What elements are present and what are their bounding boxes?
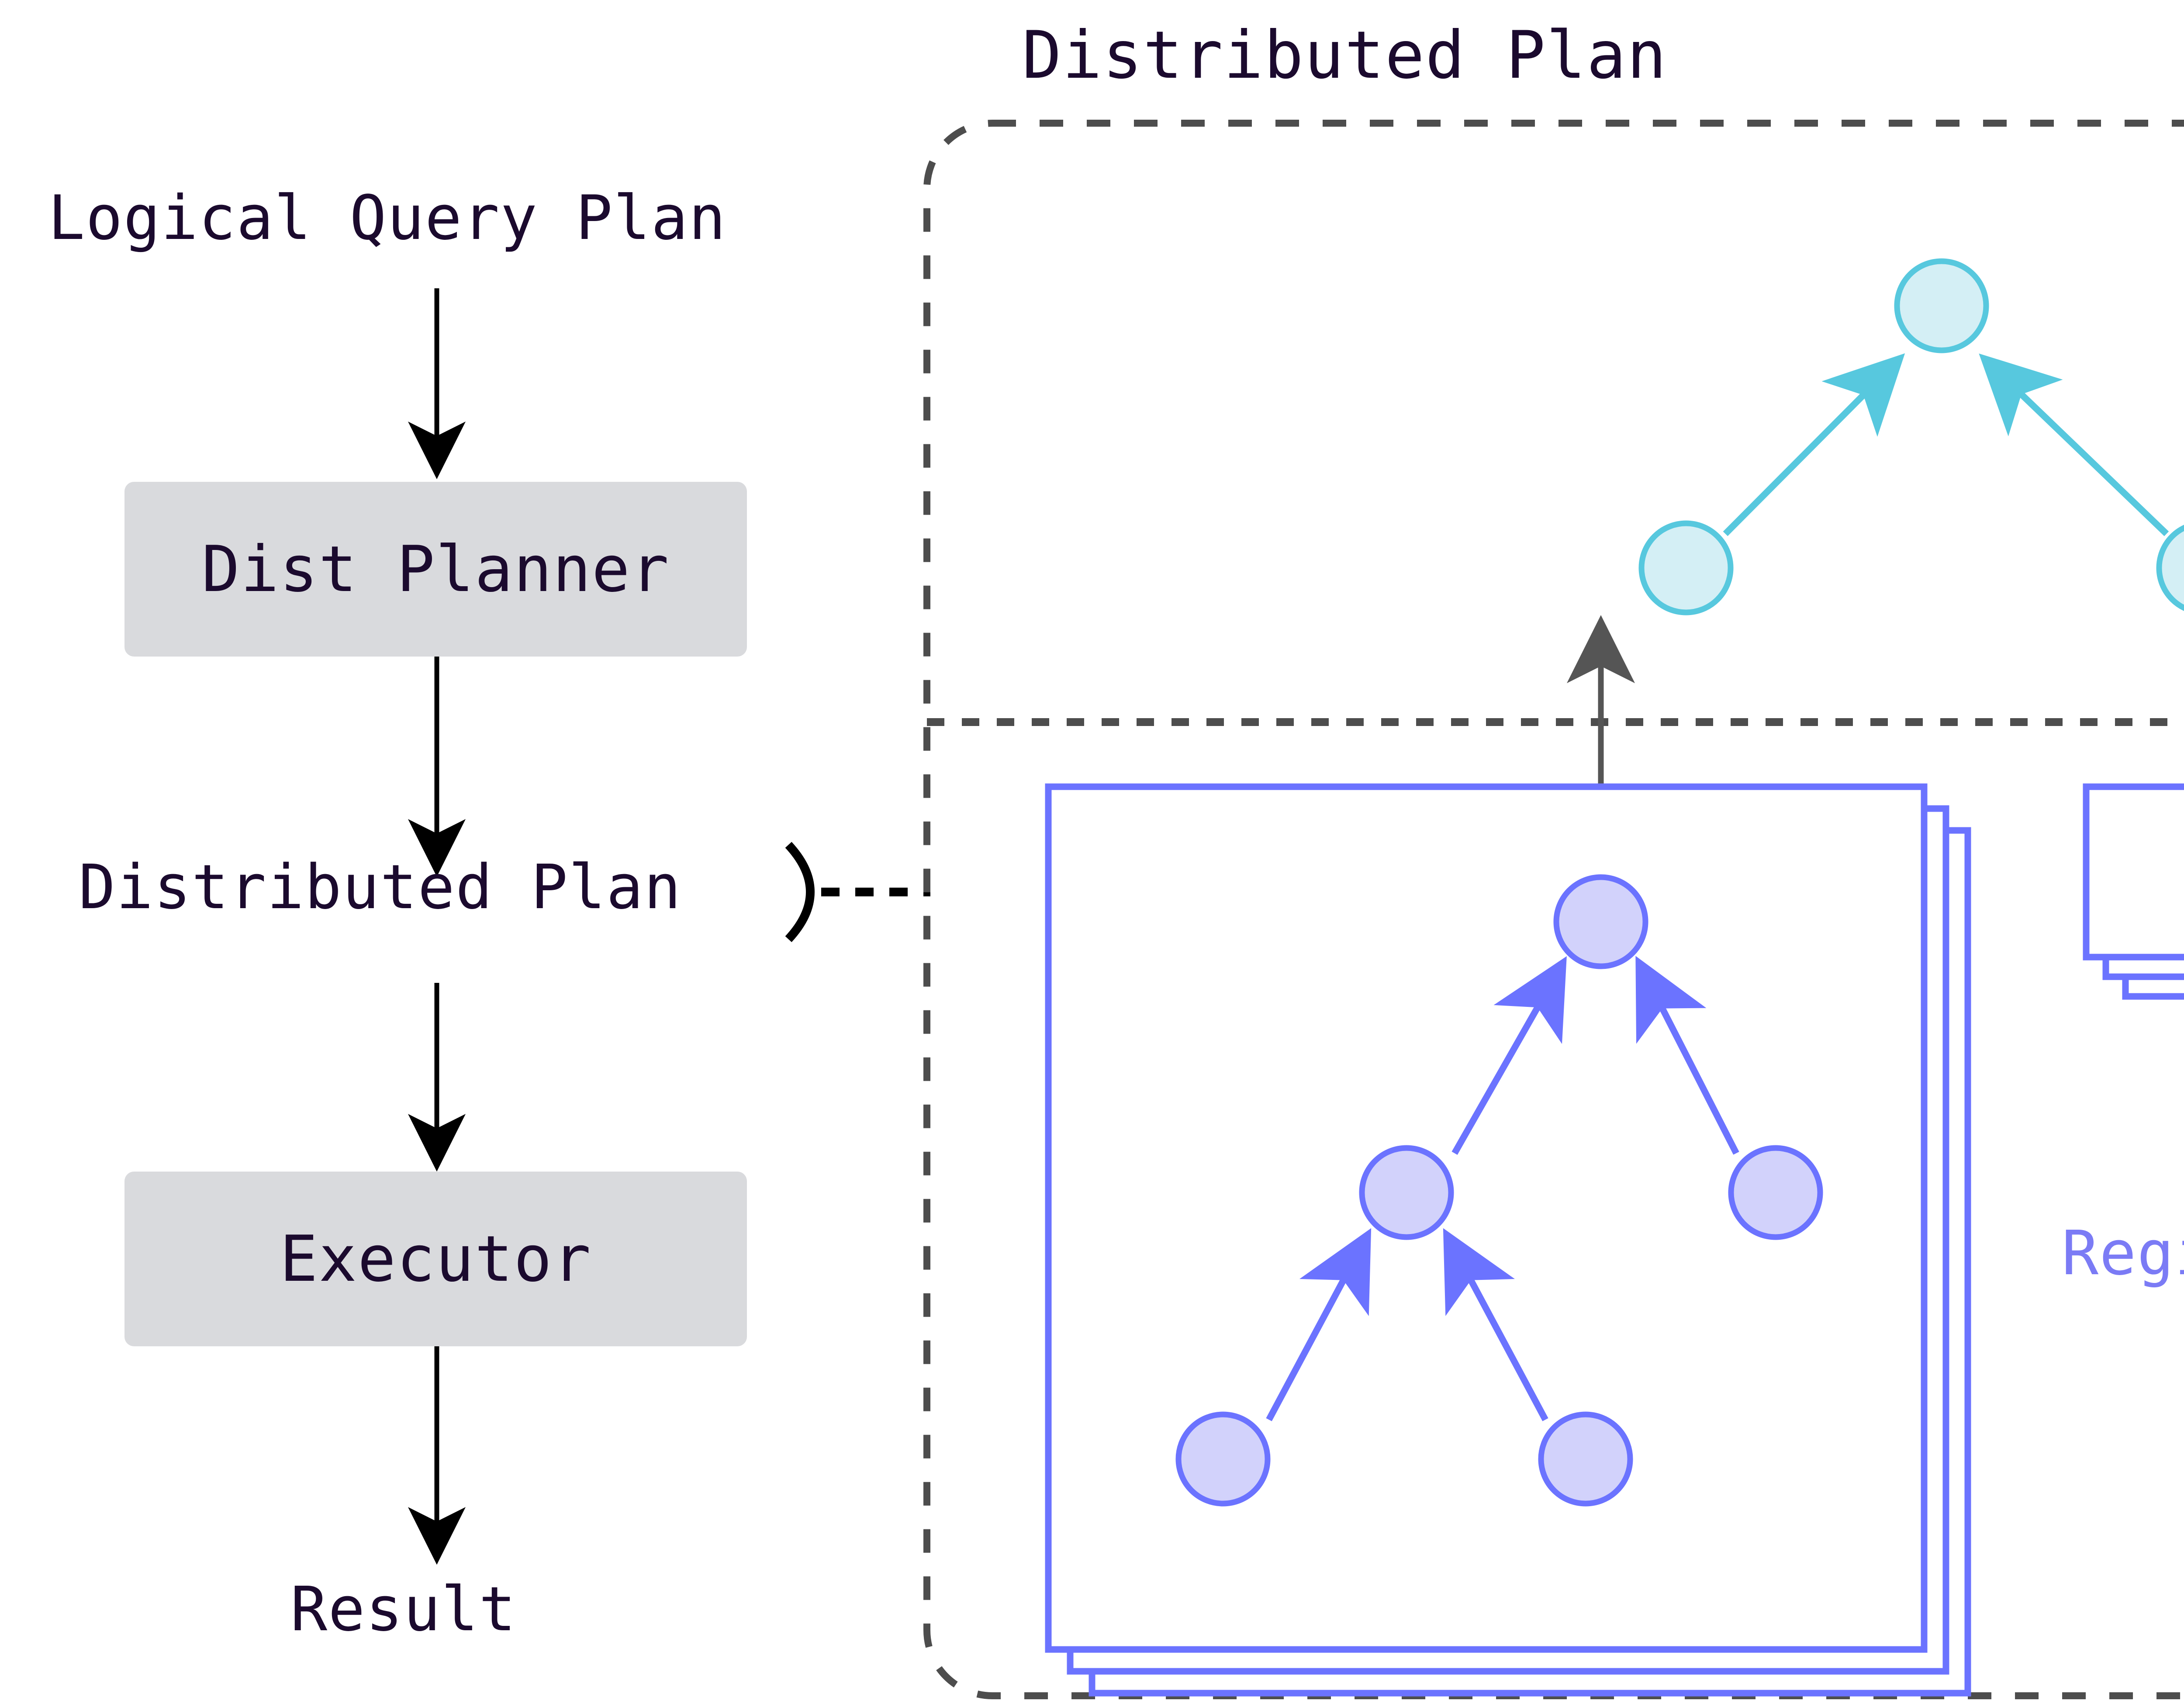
step-logical-query-plan-label: Logical Query Plan [48, 183, 727, 254]
frontend-edge-left [1723, 353, 1905, 536]
left-region-edge-b2-mid [1443, 1228, 1548, 1421]
left-region-edge-b1-mid [1266, 1228, 1372, 1421]
left-region-node-leaf-2[interactable] [1538, 1411, 1633, 1507]
left-region-node-leaf-1[interactable] [1175, 1411, 1271, 1507]
regions-label: Regions [2062, 1218, 2184, 1289]
left-region-node-mid[interactable] [1359, 1145, 1454, 1240]
step-distributed-plan-label: Distributed Plan [79, 852, 682, 923]
left-region-node-root[interactable] [1553, 874, 1648, 969]
dist-planner-box[interactable] [124, 482, 747, 657]
brace-icon [785, 842, 815, 942]
distributed-plan-connector-group [785, 842, 930, 942]
right-region-layer-1[interactable] [2083, 783, 2184, 961]
left-region-edge-mid-root [1451, 956, 1567, 1155]
frontend-node-left[interactable] [1638, 520, 1734, 615]
step-executor-label: Executor [280, 1222, 592, 1296]
left-region-edge-r2-root [1635, 956, 1739, 1155]
left-pipeline-group [124, 288, 747, 1565]
executor-box[interactable] [124, 1172, 747, 1346]
left-region-node-right-leaf[interactable] [1728, 1145, 1823, 1240]
panel-title: Distributed Plan [1022, 17, 1667, 93]
step-result-label: Result [290, 1574, 517, 1645]
frontend-node-root[interactable] [1894, 258, 1989, 353]
frontend-stage-tree [1638, 258, 2184, 615]
step-dist-planner-label: Dist Planner [201, 532, 670, 606]
left-region-stack [1045, 783, 1971, 1697]
frontend-node-right[interactable] [2156, 523, 2184, 612]
frontend-edge-right [1979, 353, 2169, 536]
right-region-stack [2083, 783, 2184, 1000]
